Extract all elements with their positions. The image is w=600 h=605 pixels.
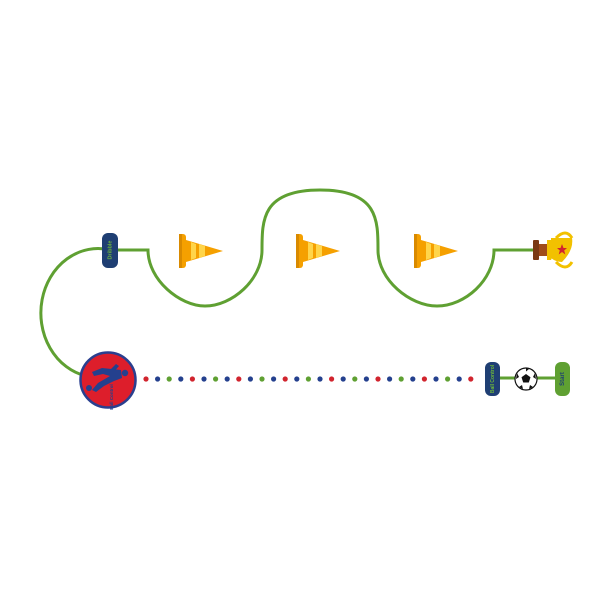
cone-icon — [414, 234, 458, 268]
dribble-sign-label: Dribble — [107, 241, 113, 260]
dotted-track — [143, 376, 474, 382]
target-label: Ball Control — [109, 384, 114, 410]
ball-control-sign: Ball Control — [485, 362, 500, 396]
cone-icon — [179, 234, 223, 268]
ball-control-target: Ball Control — [79, 351, 137, 410]
track-dot — [155, 376, 161, 382]
track-dot — [178, 376, 184, 382]
track-dot — [259, 376, 265, 382]
trophy-icon — [533, 231, 574, 269]
dribble-sign: Dribble — [102, 233, 118, 268]
track-dot — [189, 376, 195, 382]
start-sign: Start — [555, 362, 570, 396]
track-dot — [340, 376, 346, 382]
track-dot — [143, 376, 149, 382]
track-dot — [398, 376, 404, 382]
track-dot — [445, 376, 451, 382]
track-dot — [456, 376, 462, 382]
track-dot — [468, 376, 474, 382]
track-dot — [271, 376, 277, 382]
track-dot — [375, 376, 381, 382]
track-dot — [305, 376, 311, 382]
track-dot — [387, 376, 393, 382]
track-dot — [236, 376, 242, 382]
track-dot — [213, 376, 219, 382]
track-dot — [363, 376, 369, 382]
track-dot — [294, 376, 300, 382]
track-dot — [247, 376, 253, 382]
player-kicking-icon — [86, 364, 129, 392]
ball-control-sign-label: Ball Control — [490, 364, 496, 393]
track-dot — [421, 376, 427, 382]
cone-icon — [296, 234, 340, 268]
track-dot — [329, 376, 335, 382]
track-dot — [410, 376, 416, 382]
dribble-path — [39, 188, 535, 378]
soccer-ball-icon — [514, 367, 538, 391]
track-dot — [166, 376, 172, 382]
track-dot — [224, 376, 230, 382]
track-dot — [352, 376, 358, 382]
track-dot — [433, 376, 439, 382]
track-dot — [317, 376, 323, 382]
start-sign-label: Start — [560, 372, 566, 386]
track-dot — [282, 376, 288, 382]
track-dot — [201, 376, 207, 382]
